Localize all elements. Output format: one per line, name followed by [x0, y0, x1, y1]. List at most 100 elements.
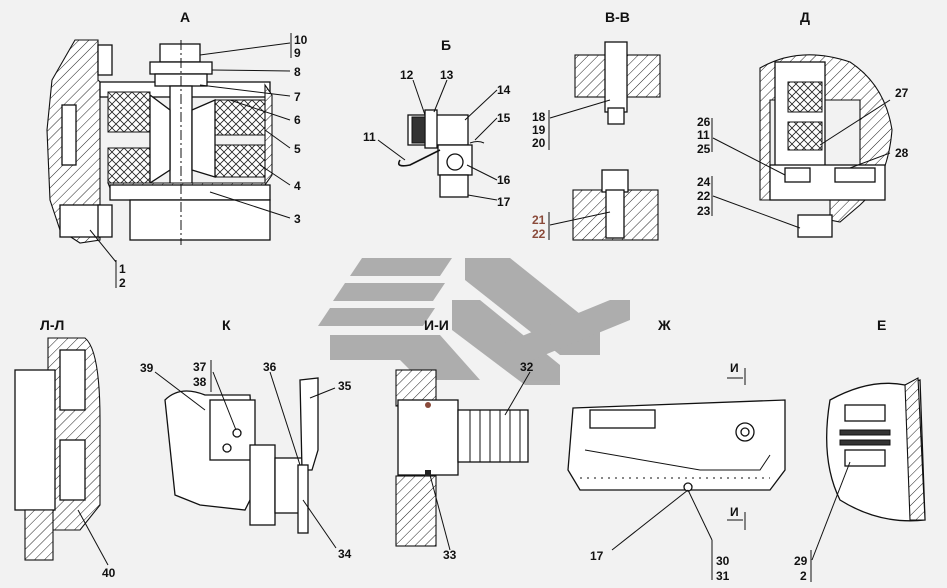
view-b-spring [469, 141, 485, 144]
view-vv-label-20: 20 [532, 136, 546, 150]
view-d-label-23: 23 [697, 204, 711, 218]
view-b-label-17: 17 [497, 195, 511, 209]
view-a-frame [129, 199, 271, 241]
view-vv-bolt [604, 41, 628, 113]
view-a-label-6: 6 [294, 113, 301, 127]
view-b-label-12: 12 [400, 68, 414, 82]
view-a-label-7: 7 [294, 90, 301, 104]
watermark-logo [318, 258, 630, 385]
view-k-title: К [222, 317, 231, 333]
view-vv-title: В-В [605, 9, 630, 25]
view-ll-leader-40 [77, 509, 109, 566]
view-e-band-2 [839, 439, 891, 446]
view-e-band-1 [839, 429, 891, 436]
view-e-bracket-top [844, 404, 886, 422]
view-d-label-28: 28 [895, 146, 909, 160]
view-k-label-37: 37 [193, 360, 207, 374]
view-a-label-4: 4 [294, 179, 301, 193]
view-zh-section-mark-bottom: И [730, 505, 739, 519]
view-k-hole-lower [222, 443, 232, 453]
view-k-hole-upper [232, 428, 242, 438]
view-b-label-11: 11 [363, 130, 376, 144]
view-b-clip [397, 149, 441, 167]
view-vv-leaders [548, 99, 611, 240]
view-k-label-35: 35 [338, 379, 352, 393]
view-ii-ribs [469, 410, 521, 462]
view-b-label-15: 15 [497, 111, 511, 125]
view-a-bearing-upper-left [107, 91, 151, 133]
view-a-bearing-lower-right [214, 144, 266, 178]
view-b-title: Б [441, 37, 451, 53]
view-ii-nozzle [457, 409, 529, 463]
view-zh-section-mark-top: И [730, 361, 739, 375]
view-ll-slot [59, 439, 86, 501]
view-b-leaders [377, 79, 498, 201]
view-d-title: Д [800, 9, 810, 25]
view-b-cap [411, 116, 426, 144]
view-vv-stud [605, 189, 625, 239]
view-a-top-lug [97, 44, 113, 76]
view-vv-label-18: 18 [532, 110, 546, 124]
view-d-lower-bolt [797, 214, 833, 238]
view-vv-label-21: 21 [532, 213, 546, 227]
view-a-leaders [89, 33, 292, 288]
view-ii: И-И 32 33 [395, 317, 534, 562]
view-a-bearing-upper-right [214, 99, 266, 136]
view-k: К 39 37 38 36 35 34 [140, 317, 352, 561]
view-ll-side [14, 369, 56, 511]
view-e-bracket-bottom [844, 449, 886, 467]
view-b-label-14: 14 [497, 83, 511, 97]
view-k-block [209, 399, 256, 461]
view-ii-label-33: 33 [443, 548, 457, 562]
view-k-leaders [154, 360, 337, 549]
view-ll-stub [24, 509, 54, 561]
view-vv-bolt-tip [607, 107, 625, 125]
view-e: Е 29 2 [794, 317, 926, 583]
view-a-cone-right [191, 99, 216, 178]
view-a-bolt-lower [59, 204, 101, 238]
view-ii-seal-top [425, 402, 431, 408]
view-d-center-block [774, 61, 826, 173]
view-a-cone-left [149, 93, 171, 185]
view-k-label-36: 36 [263, 360, 277, 374]
view-ll-recess [59, 349, 86, 411]
view-d-bearing-top [787, 81, 823, 113]
view-e-leaders [810, 461, 851, 582]
view-a-label-2: 2 [119, 276, 126, 290]
view-ii-title: И-И [424, 317, 449, 333]
view-a-label-1: 1 [119, 262, 126, 276]
view-b-label-16: 16 [497, 173, 511, 187]
view-zh-inner-line [584, 449, 771, 471]
view-d-left-bolt [784, 167, 811, 183]
view-d-label-22: 22 [697, 189, 711, 203]
view-zh-section-marks [611, 368, 746, 580]
view-e-wall [904, 377, 926, 521]
view-ll: Л-Л 40 [14, 317, 116, 580]
view-k-label-38: 38 [193, 375, 207, 389]
view-ll-label-40: 40 [102, 566, 116, 580]
view-d: Д 26 11 25 27 28 24 22 23 [697, 9, 909, 238]
view-a-title: А [180, 9, 190, 25]
view-ll-title: Л-Л [40, 317, 64, 333]
view-d-leaders [711, 99, 891, 229]
view-b: Б 12 13 14 15 11 16 17 [363, 37, 511, 209]
view-d-label-24: 24 [697, 175, 711, 189]
view-zh-drain [683, 482, 693, 492]
view-a-label-10: 10 [294, 33, 308, 47]
view-a-side-plate [61, 104, 77, 166]
view-a-bolt-lower-head [97, 204, 113, 238]
view-e-label-2: 2 [800, 569, 807, 583]
view-ii-leaders [429, 371, 531, 551]
view-k-clamp [297, 464, 309, 534]
view-zh-label-30: 30 [716, 554, 730, 568]
view-d-right-bolt [834, 167, 876, 183]
view-vv-label-22: 22 [532, 227, 546, 241]
view-d-bearing-bottom [787, 121, 823, 151]
view-zh-label-17: 17 [590, 549, 604, 563]
view-a-bearing-lower-left [107, 147, 151, 184]
view-b-nipple [439, 174, 469, 198]
view-vv: В-В 18 19 20 21 22 [532, 9, 661, 241]
view-e-label-29: 29 [794, 554, 808, 568]
view-zh-title: Ж [657, 317, 671, 333]
